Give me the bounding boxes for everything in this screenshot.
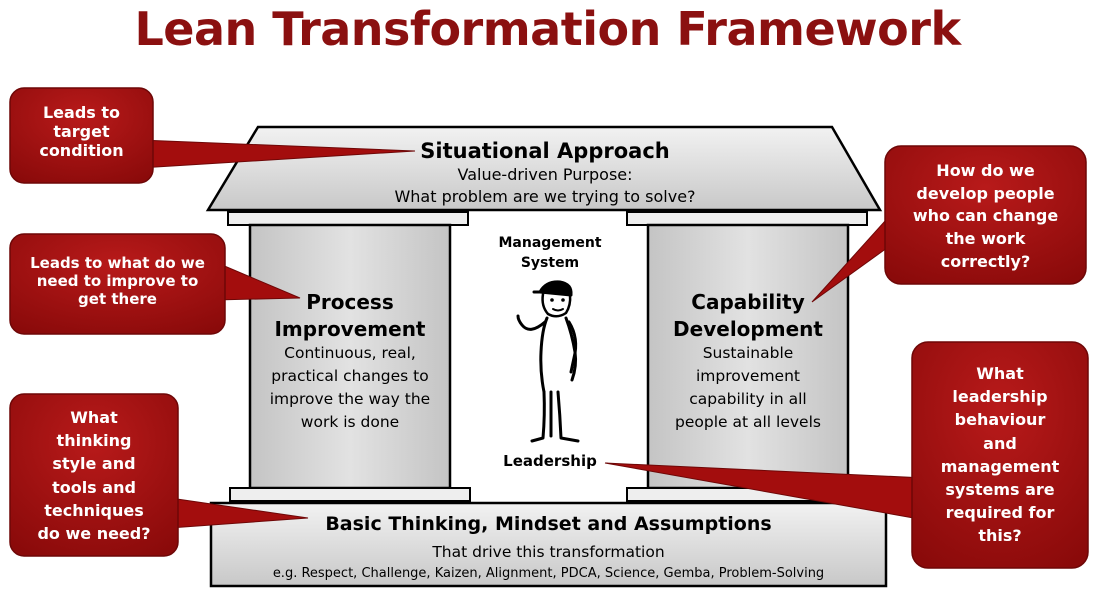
callout-people [811, 145, 1087, 303]
foundation-line-1: That drive this transformation [432, 543, 665, 561]
callout-target-text: Leads to target condition [10, 103, 153, 161]
roof [205, 125, 883, 212]
callout-thinking-text: What thinking style and tools and techni… [10, 406, 178, 545]
callout-leadership-line: and [983, 433, 1017, 453]
left-pillar-heading-1: Process [306, 290, 394, 314]
leadership-label: Leadership [503, 452, 597, 470]
left-pillar [248, 223, 452, 490]
leader-figure-icon [516, 280, 580, 443]
right-pillar-heading-2: Development [673, 317, 823, 341]
callout-people-text: How do we develop people who can change … [885, 160, 1086, 274]
callout-thinking-line: thinking [56, 431, 132, 451]
management-system-label-1: Management [498, 235, 602, 251]
left-pillar-body-4: work is done [300, 413, 400, 431]
foundation-line-2: e.g. Respect, Challenge, Kaizen, Alignme… [272, 566, 825, 581]
callout-people-line: develop people [916, 183, 1055, 203]
right-pillar-heading-1: Capability [691, 290, 805, 314]
left-pillar-heading-2: Improvement [274, 317, 426, 341]
callout-improve-text: Leads to what do we need to improve to g… [10, 254, 225, 308]
callout-people-line: the work [945, 229, 1026, 249]
foundation [209, 501, 888, 588]
foundation-beam-left [229, 487, 471, 502]
roof-line-1: Value-driven Purpose: [457, 165, 633, 184]
callout-leadership-line: this? [978, 526, 1022, 546]
roof-beam-right [626, 211, 868, 226]
callout-target-line: condition [39, 141, 124, 161]
left-pillar-body-2: practical changes to [271, 367, 429, 385]
left-pillar-body-3: improve the way the [269, 390, 431, 408]
page-title: Lean Transformation Framework [134, 2, 961, 56]
right-pillar-body-4: people at all levels [675, 413, 821, 431]
callout-leadership-text: What leadership behaviour and management… [912, 362, 1088, 548]
callout-leadership-line: required for [945, 503, 1055, 523]
callout-leadership-line: What [976, 364, 1024, 383]
callout-leadership-line: leadership [952, 387, 1048, 407]
callout-improve-line: Leads to what do we [30, 254, 205, 272]
callout-thinking-line: style and [52, 454, 136, 474]
callout-target-line: Leads to [42, 103, 121, 122]
callout-target-line: target [53, 122, 110, 142]
callout-thinking-line: techniques [44, 500, 144, 520]
callout-thinking-line: What [70, 408, 118, 427]
right-pillar-body-3: capability in all [689, 390, 807, 408]
left-pillar-body-1: Continuous, real, [284, 344, 416, 362]
callout-improve-line: get there [78, 290, 157, 308]
callout-thinking-line: do we need? [37, 523, 151, 543]
callout-thinking-line: tools and [52, 477, 136, 497]
callout-target [9, 87, 416, 184]
roof-line-2: What problem are we trying to solve? [394, 187, 696, 206]
right-pillar-body-2: improvement [695, 367, 800, 385]
management-system-label-2: System [520, 255, 580, 271]
callout-people-line: correctly? [940, 251, 1031, 271]
callout-leadership-line: systems are [945, 479, 1055, 499]
foundation-heading: Basic Thinking, Mindset and Assumptions [325, 513, 772, 535]
callout-improve [9, 233, 301, 335]
callout-people-line: who can change [912, 206, 1059, 226]
callout-leadership-line: management [940, 456, 1060, 476]
callout-leadership-line: behaviour [954, 410, 1046, 430]
right-pillar [646, 223, 850, 490]
callout-leadership [604, 341, 1089, 569]
callout-people-line: How do we [936, 161, 1035, 180]
callout-thinking [9, 393, 309, 557]
callout-improve-line: need to improve to [36, 272, 199, 290]
right-pillar-body-1: Sustainable [702, 344, 794, 362]
roof-heading: Situational Approach [420, 139, 670, 163]
roof-beam-left [227, 211, 469, 226]
